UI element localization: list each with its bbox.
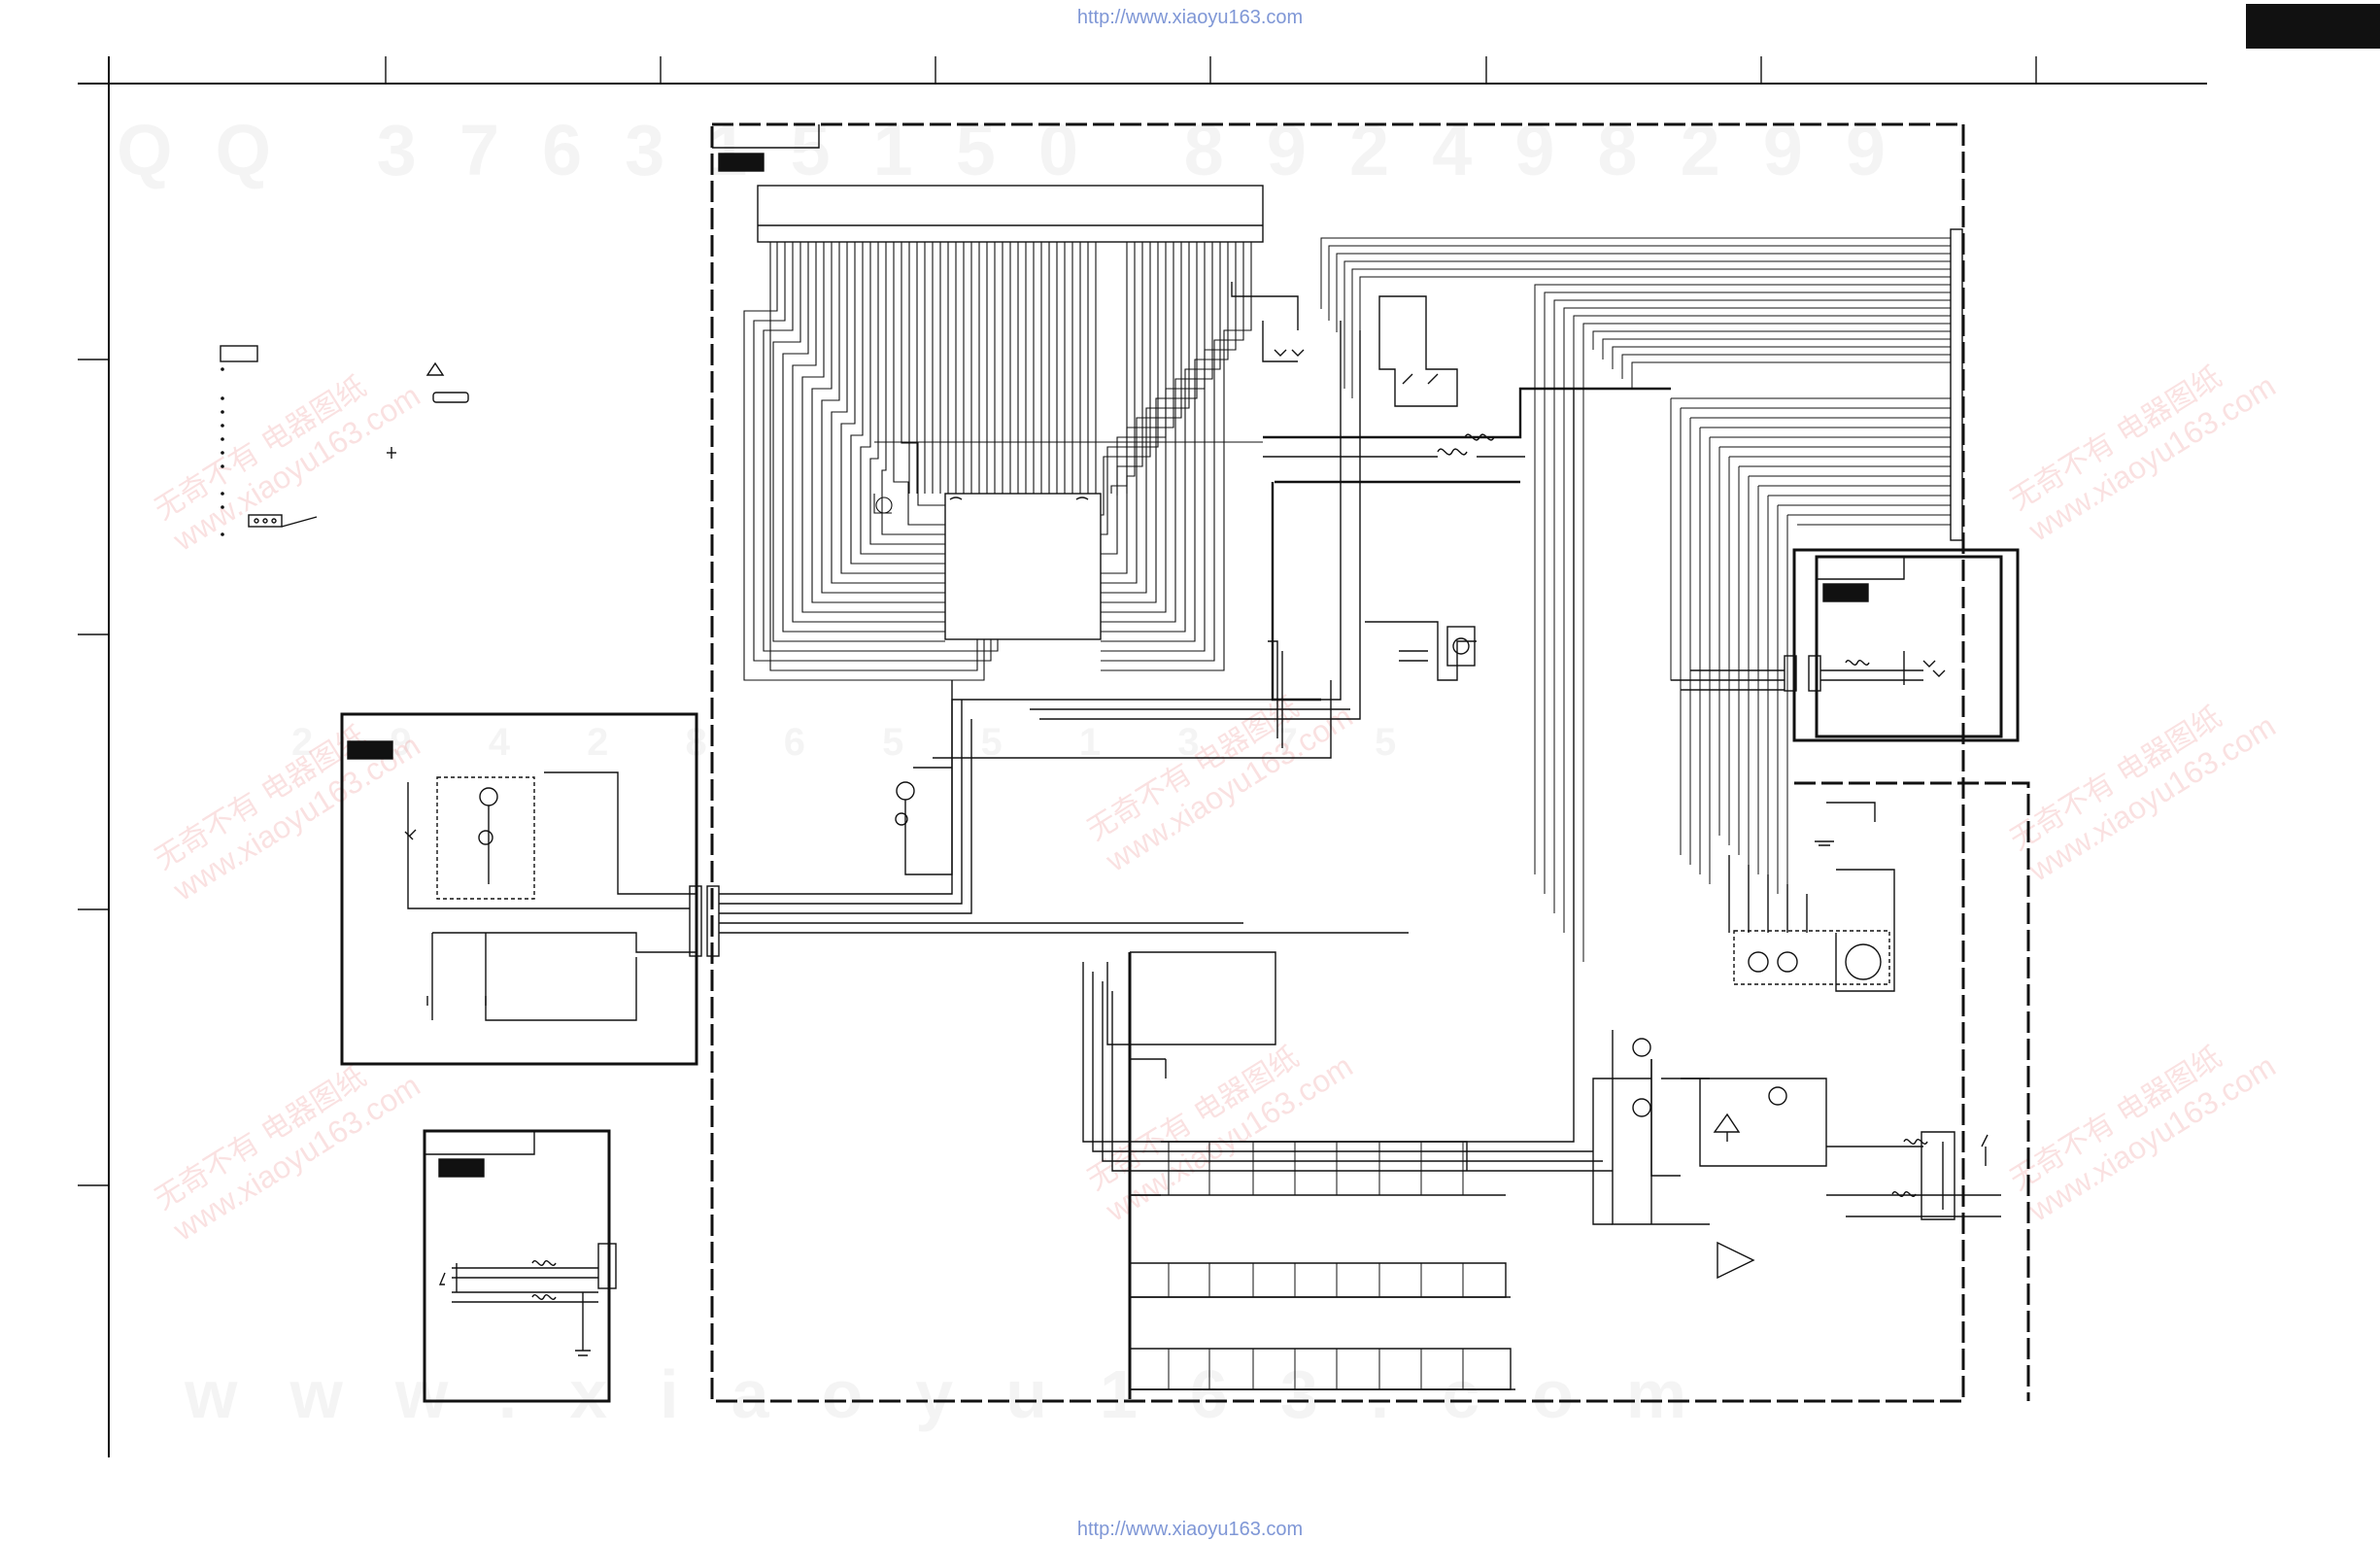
mid-transistors bbox=[895, 321, 1361, 875]
sub-board-left-1 bbox=[340, 680, 1409, 1066]
sub-board-left-2 bbox=[423, 1129, 617, 1403]
legend-block bbox=[220, 345, 469, 536]
key-matrix bbox=[1082, 389, 1613, 1399]
audio-section bbox=[1592, 781, 2030, 1401]
page-tab-marker bbox=[2246, 4, 2380, 49]
sheet-frame bbox=[78, 56, 2207, 1457]
footer-url[interactable]: http://www.xiaoyu163.com bbox=[1076, 1519, 1304, 1540]
main-board bbox=[710, 122, 1965, 1403]
sub-board-right bbox=[1671, 548, 2020, 742]
ic-bus-lines bbox=[743, 242, 1263, 681]
switch-block bbox=[1231, 282, 1525, 681]
header-url[interactable]: http://www.xiaoyu163.com bbox=[1076, 7, 1304, 28]
